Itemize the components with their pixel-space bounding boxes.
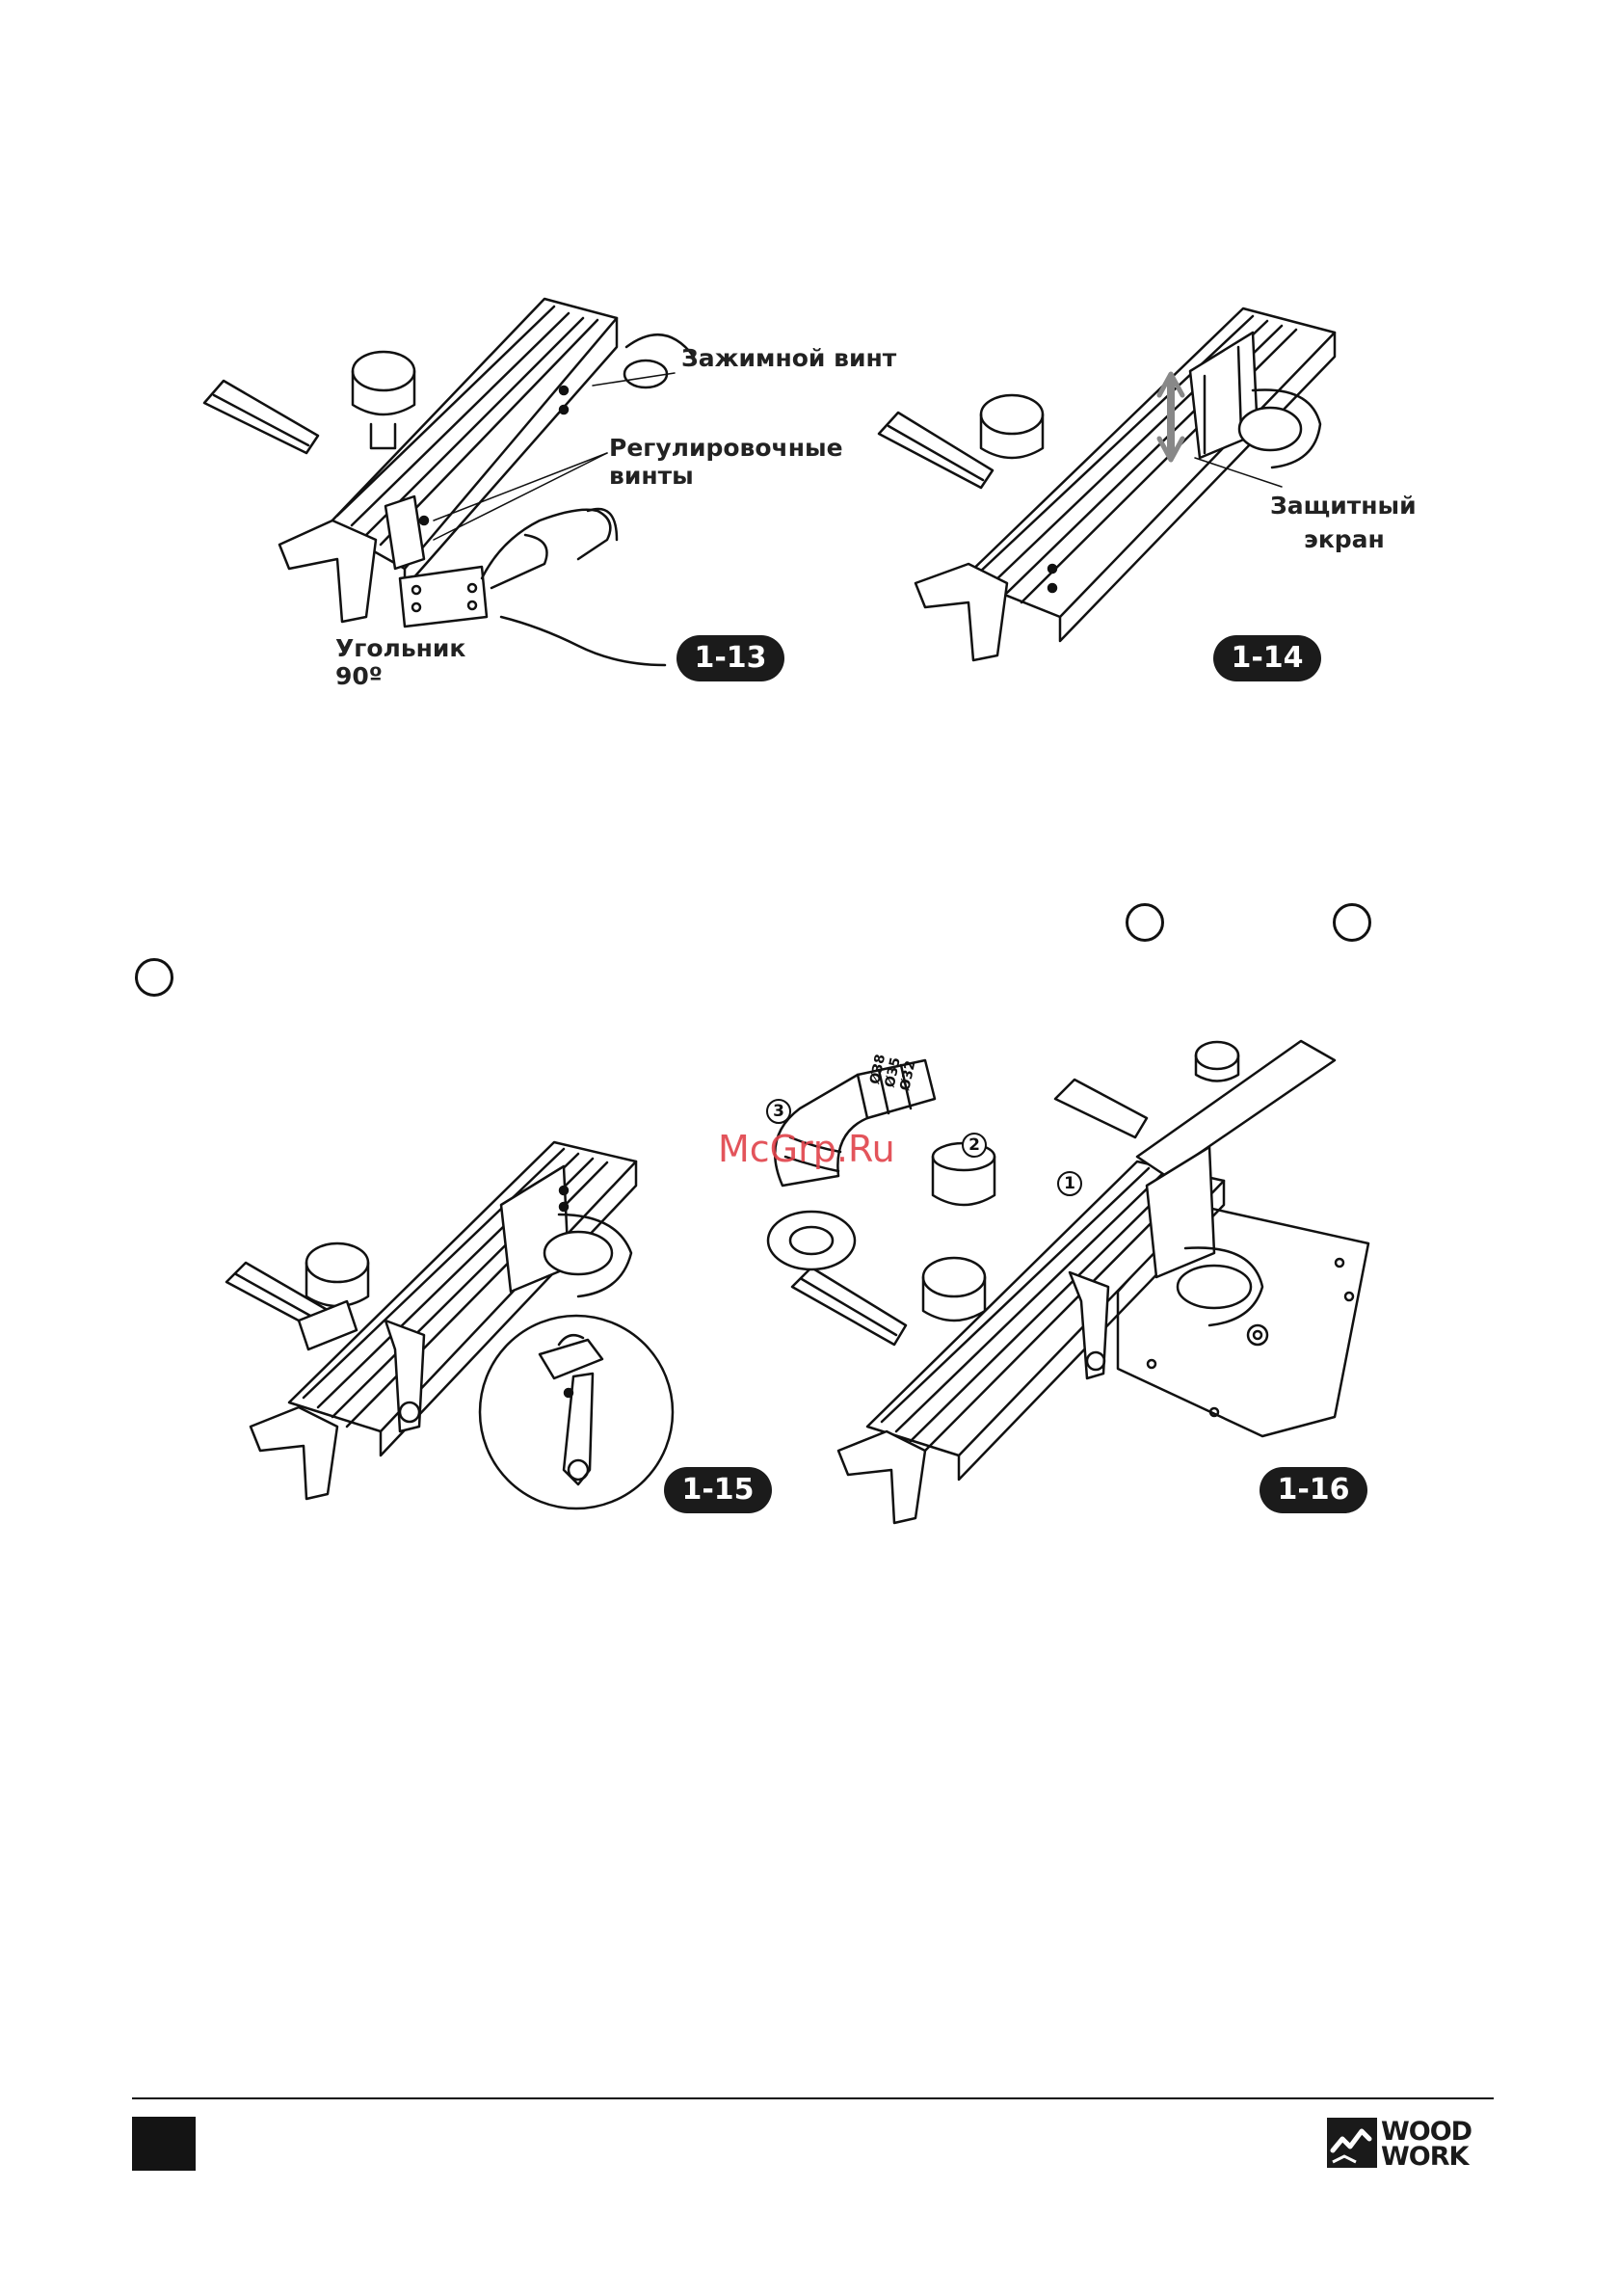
watermark: McGrp.Ru <box>718 1128 895 1170</box>
label-square-line1: Угольник <box>335 634 465 663</box>
fig-1-16-drawing <box>768 1041 1368 1523</box>
figure-badge-1-15: 1-15 <box>664 1467 772 1513</box>
fig-1-14-drawing <box>879 308 1335 660</box>
figure-badge-1-13: 1-13 <box>676 635 784 681</box>
part-number-3: 3 <box>766 1099 791 1124</box>
figure-badge-1-16: 1-16 <box>1260 1467 1367 1513</box>
step-circle-a <box>1126 903 1164 942</box>
label-square-line2: 90º <box>335 662 383 691</box>
label-clamp-screw: Зажимной винт <box>681 344 896 373</box>
page-number-box <box>132 2117 196 2171</box>
label-guard-line2: экран <box>1304 525 1385 554</box>
step-circle-b <box>1333 903 1371 942</box>
label-adjust-screws-line2: винты <box>609 462 694 491</box>
logo-text-wood: WOOD <box>1381 2119 1472 2145</box>
part-number-2: 2 <box>962 1133 987 1158</box>
footer-rule <box>132 2097 1494 2099</box>
label-adjust-screws-line1: Регулировочные <box>609 434 843 463</box>
woodwork-logo-icon <box>1327 2118 1377 2168</box>
figure-badge-1-14: 1-14 <box>1213 635 1321 681</box>
woodwork-logo: WOOD WORK <box>1327 2116 1496 2170</box>
part-number-1: 1 <box>1057 1171 1082 1196</box>
label-guard-line1: Защитный <box>1270 492 1417 521</box>
fig-1-15-drawing <box>226 1142 673 1508</box>
step-circle-c <box>135 958 173 997</box>
logo-text-work: WORK <box>1381 2144 1468 2170</box>
